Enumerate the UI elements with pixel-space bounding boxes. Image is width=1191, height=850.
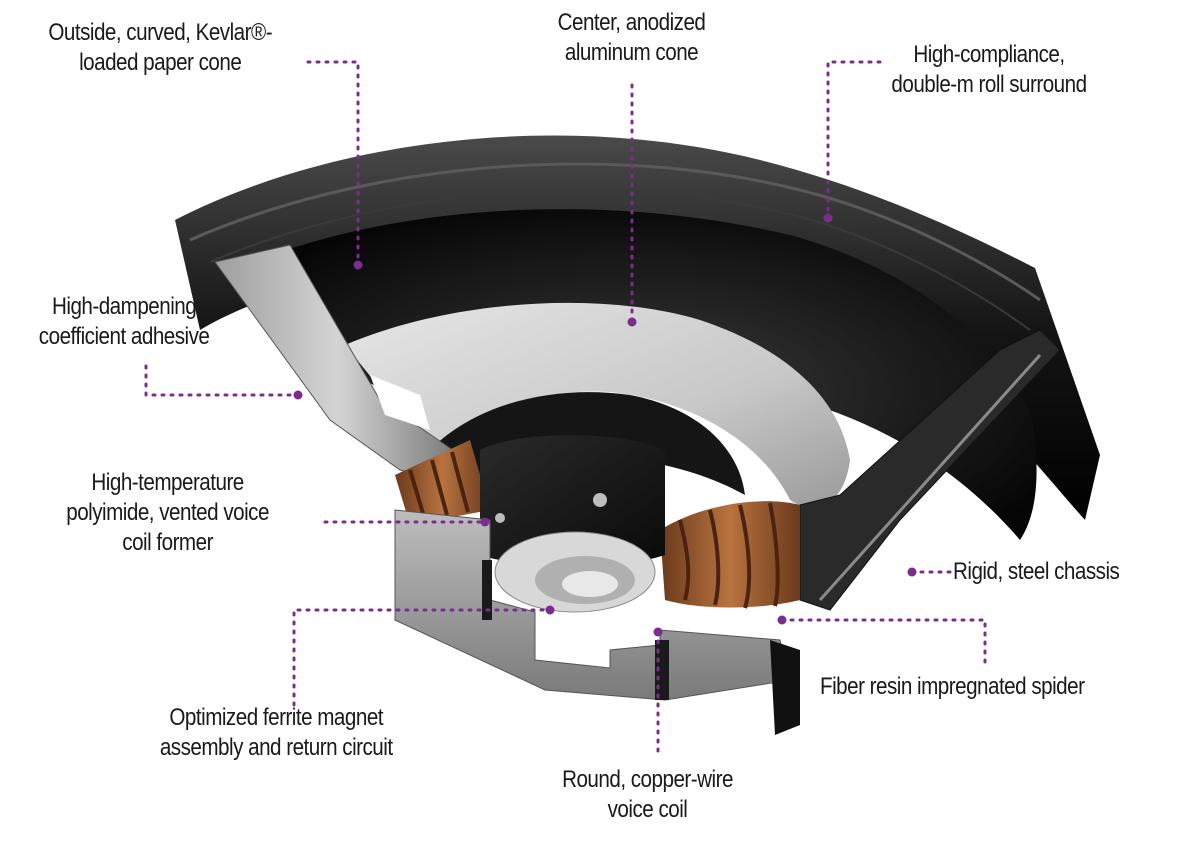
label-magnet: Optimized ferrite magnet assembly and re… [130,703,422,763]
label-surround: High-compliance, double-m roll surround [860,40,1118,100]
label-coil-former-line3: coil former [122,529,213,556]
surround-ridge-2 [209,188,1031,331]
spider-left-ridges [408,451,470,521]
marker-paper-cone [353,260,363,270]
label-aluminum-cone-line2: aluminum cone [564,39,699,66]
label-aluminum-cone-line1: Center, anodized [557,9,706,36]
label-magnet-line1: Optimized ferrite magnet [169,704,384,731]
label-surround-line2: double-m roll surround [891,71,1087,98]
chassis-right-highlight [818,353,1042,602]
label-coil-former-line1: High-temperature [91,469,244,496]
magnet-gap-left [482,560,492,620]
marker-adhesive [293,390,303,400]
vent-hole [593,493,607,507]
pole-piece-center [562,571,618,597]
label-surround-line1: High-compliance, [913,41,1065,68]
label-magnet-line2: assembly and return circuit [159,734,393,761]
label-voice-coil-line2: voice coil [607,796,688,823]
label-adhesive-line1: High-dampening [51,293,197,320]
label-voice-coil: Round, copper-wire voice coil [540,765,755,825]
leader-paper-cone [306,60,360,267]
label-paper-cone: Outside, curved, Kevlar®- loaded paper c… [14,18,306,78]
chassis-right-leg [799,329,1061,611]
label-spider: Fiber resin impregnated spider [820,672,1130,702]
spider-ridges [678,502,780,609]
leader-surround [826,60,882,220]
label-adhesive-line2: coefficient adhesive [38,323,210,350]
marker-spider [777,615,787,625]
chassis-left-slot [370,375,430,430]
label-adhesive: High-dampening coefficient adhesive [8,292,240,352]
label-coil-former-line2: polyimide, vented voice [66,499,269,526]
marker-chassis [907,567,917,577]
label-chassis-line1: Rigid, steel chassis [953,558,1120,585]
spider-right [660,501,800,608]
marker-aluminum-cone [627,317,637,327]
label-aluminum-cone: Center, anodized aluminum cone [524,8,739,68]
coil-former [480,435,665,567]
label-voice-coil-line1: Round, copper-wire [562,766,733,793]
label-spider-line1: Fiber resin impregnated spider [820,673,1085,700]
marker-magnet [545,605,555,615]
marker-surround [823,213,833,223]
magnet-side [770,640,800,735]
aluminum-cone-shape [345,302,850,508]
label-paper-cone-line2: loaded paper cone [79,49,242,76]
marker-voice-coil [653,627,663,637]
leader-spider [780,618,987,665]
surround-ridge [189,162,1041,302]
label-chassis: Rigid, steel chassis [953,557,1151,587]
vent-hole-2 [495,513,505,523]
label-paper-cone-line1: Outside, curved, Kevlar®- [48,19,273,46]
label-coil-former: High-temperature polyimide, vented voice… [30,468,305,558]
marker-coil-former [480,517,490,527]
leader-adhesive [144,364,300,397]
